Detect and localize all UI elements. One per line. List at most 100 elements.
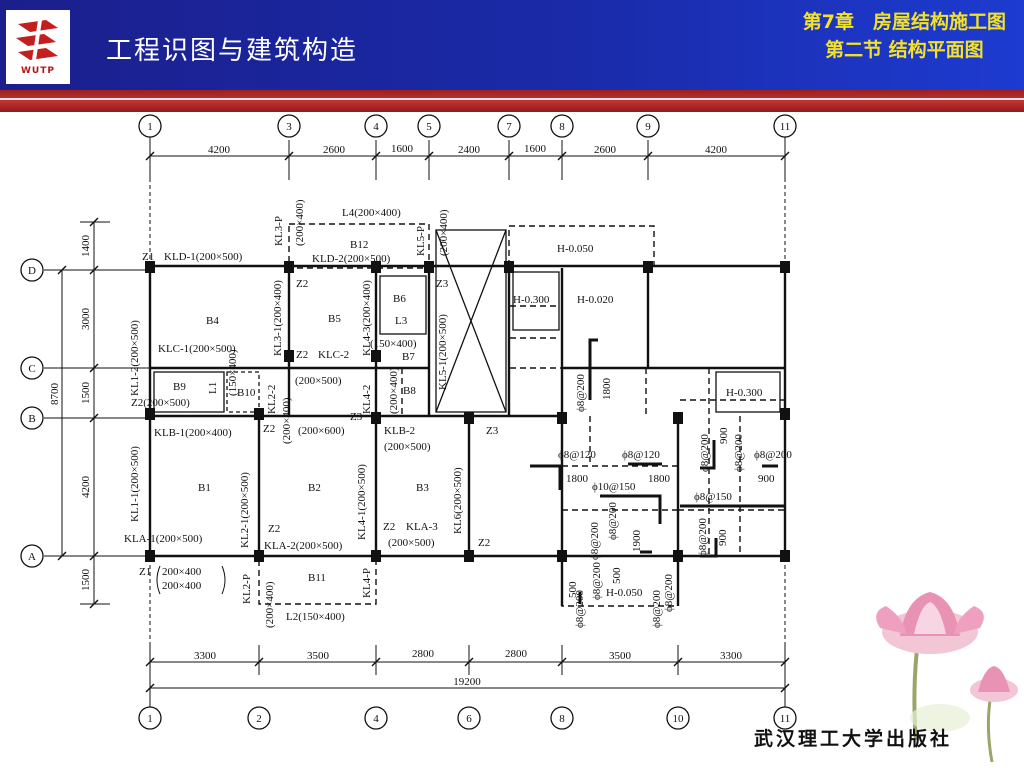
- beam-label: KL4-P: [361, 568, 373, 598]
- beam-label: KL2-2: [266, 385, 278, 414]
- dimension-lines: [44, 136, 786, 708]
- column-label: Z2: [478, 537, 490, 549]
- logo-text: WUTP: [21, 66, 55, 76]
- left-dim: 3000: [80, 308, 92, 331]
- rebar-label: ϕ8@200: [697, 518, 709, 556]
- framing-plan-drawing: 1 3 4 5 7 8 9 11 1 2 4 6 8 10 11 D C B A…: [20, 114, 1018, 763]
- column-label: Z1: [139, 566, 151, 578]
- beam-label: L2(150×400): [286, 611, 345, 623]
- lotus-decoration-icon: [876, 592, 1018, 763]
- beam-label: KL1-2(200×500): [129, 320, 141, 396]
- beam-label: KLD-2(200×500): [312, 253, 391, 265]
- openings: [153, 229, 781, 413]
- elevation-label: H-0.050: [606, 587, 643, 599]
- beam-label: (200×500): [384, 441, 431, 453]
- slab-label: B1: [198, 482, 211, 494]
- beam-label: L1: [207, 382, 219, 394]
- beam-label: KL4-1(200×500): [356, 464, 368, 540]
- beam-label: KLA-2(200×500): [264, 540, 343, 552]
- column-size-brackets: [156, 565, 226, 595]
- page-title: 工程识图与建筑构造: [106, 36, 359, 66]
- beam-label: KL2-1(200×500): [239, 472, 251, 548]
- bottom-total-dim: 19200: [453, 676, 481, 688]
- bottom-axis-label: 10: [673, 713, 685, 725]
- column-label: Z2(200×500): [131, 397, 190, 409]
- column-size: 200×400: [162, 580, 202, 592]
- header-divider-bar: [0, 90, 1024, 112]
- column-label: Z2: [296, 349, 308, 361]
- beam-label: (200×500): [388, 537, 435, 549]
- bottom-dim: 2800: [505, 648, 528, 660]
- secondary-beams: [149, 223, 786, 607]
- slab-label: B11: [308, 572, 326, 584]
- columns: [145, 261, 790, 562]
- elevation-label: H-0.300: [726, 387, 763, 399]
- slab-label: B9: [173, 381, 186, 393]
- rebar-dim: 500: [611, 567, 623, 584]
- slab-label: B2: [308, 482, 321, 494]
- beam-label: KL5-1(200×500): [437, 314, 449, 390]
- rebar-label: ϕ8@200: [754, 449, 792, 461]
- rebar-label: ϕ8@200: [574, 590, 586, 628]
- top-dim: 1600: [391, 143, 414, 155]
- left-dim: 1500: [80, 382, 92, 405]
- beam-label: KLD-1(200×500): [164, 251, 243, 263]
- bottom-axis-label: 1: [147, 713, 153, 725]
- rebar-dim: 1800: [566, 473, 589, 485]
- column-label: Z3: [350, 411, 363, 423]
- dimension-values: 4200 2600 1600 2400 1600 2600 4200 3300 …: [49, 143, 743, 688]
- rebar-dim: 900: [718, 427, 730, 444]
- chapter-line-1: 第7章 房屋结构施工图: [802, 11, 1006, 33]
- beam-label: KL3-1(200×400): [272, 280, 284, 356]
- column-label: Z1: [142, 251, 154, 263]
- beam-label: (200×400): [281, 397, 293, 444]
- slab-label: B5: [328, 313, 341, 325]
- rebar-label: ϕ8@200: [591, 562, 603, 600]
- bottom-axis-label: 11: [780, 713, 791, 725]
- dimension-ticks: [57, 151, 790, 693]
- rebar-label: ϕ8@200: [607, 502, 619, 540]
- bottom-dim: 3500: [307, 650, 330, 662]
- bottom-axis-label: 8: [559, 713, 565, 725]
- top-dim: 1600: [524, 143, 547, 155]
- top-axis-label: 5: [426, 121, 432, 133]
- rebar-label: ϕ8@200: [575, 374, 587, 412]
- rebar-dim: 1900: [631, 530, 643, 553]
- top-axis-label: 9: [645, 121, 651, 133]
- slab-label: B7: [402, 351, 415, 363]
- beam-label: (200×400): [388, 367, 400, 414]
- column-size: 200×400: [162, 566, 202, 578]
- top-axis-label: 4: [373, 121, 379, 133]
- slab-label: B3: [416, 482, 429, 494]
- chapter-line-2: 第二节 结构平面图: [825, 39, 984, 61]
- top-dim: 2400: [458, 144, 481, 156]
- beam-labels: Z1 KLD-1(200×500) L4(200×400) KL3-P (200…: [124, 199, 792, 628]
- row-axis-label: C: [28, 363, 35, 375]
- column-label: Z2: [263, 423, 275, 435]
- beam-label: KLB-1(200×400): [154, 427, 232, 439]
- beam-label: (200×400): [294, 199, 306, 246]
- left-dim: 4200: [80, 476, 92, 499]
- beam-label: (200×400): [264, 581, 276, 628]
- rebar-label: ϕ8@200: [651, 590, 663, 628]
- elevation-label: H-0.050: [557, 243, 594, 255]
- logo-emblem-icon: [16, 19, 58, 61]
- row-axis-label: A: [28, 551, 36, 563]
- beam-label: KLB-2: [384, 425, 415, 437]
- left-dim: 1500: [80, 569, 92, 592]
- bottom-axis-label: 6: [466, 713, 472, 725]
- rebar-label: ϕ8@200: [733, 434, 745, 472]
- beam-label: (200×400): [438, 209, 450, 256]
- left-dim: 1400: [80, 235, 92, 258]
- rebar-label: ϕ8@200: [663, 574, 675, 612]
- beam-label: KL2-P: [241, 574, 253, 604]
- beam-label: KL4-3(200×400): [361, 280, 373, 356]
- column-label: Z3: [486, 425, 499, 437]
- elevation-label: H-0.020: [577, 294, 614, 306]
- top-axis-label: 7: [506, 121, 512, 133]
- slab-label: B4: [206, 315, 219, 327]
- beam-label: KL6(200×500): [452, 467, 464, 534]
- column-label: Z2: [383, 521, 395, 533]
- beam-label: KL1-1(200×500): [129, 446, 141, 522]
- slab-label: B10: [237, 387, 256, 399]
